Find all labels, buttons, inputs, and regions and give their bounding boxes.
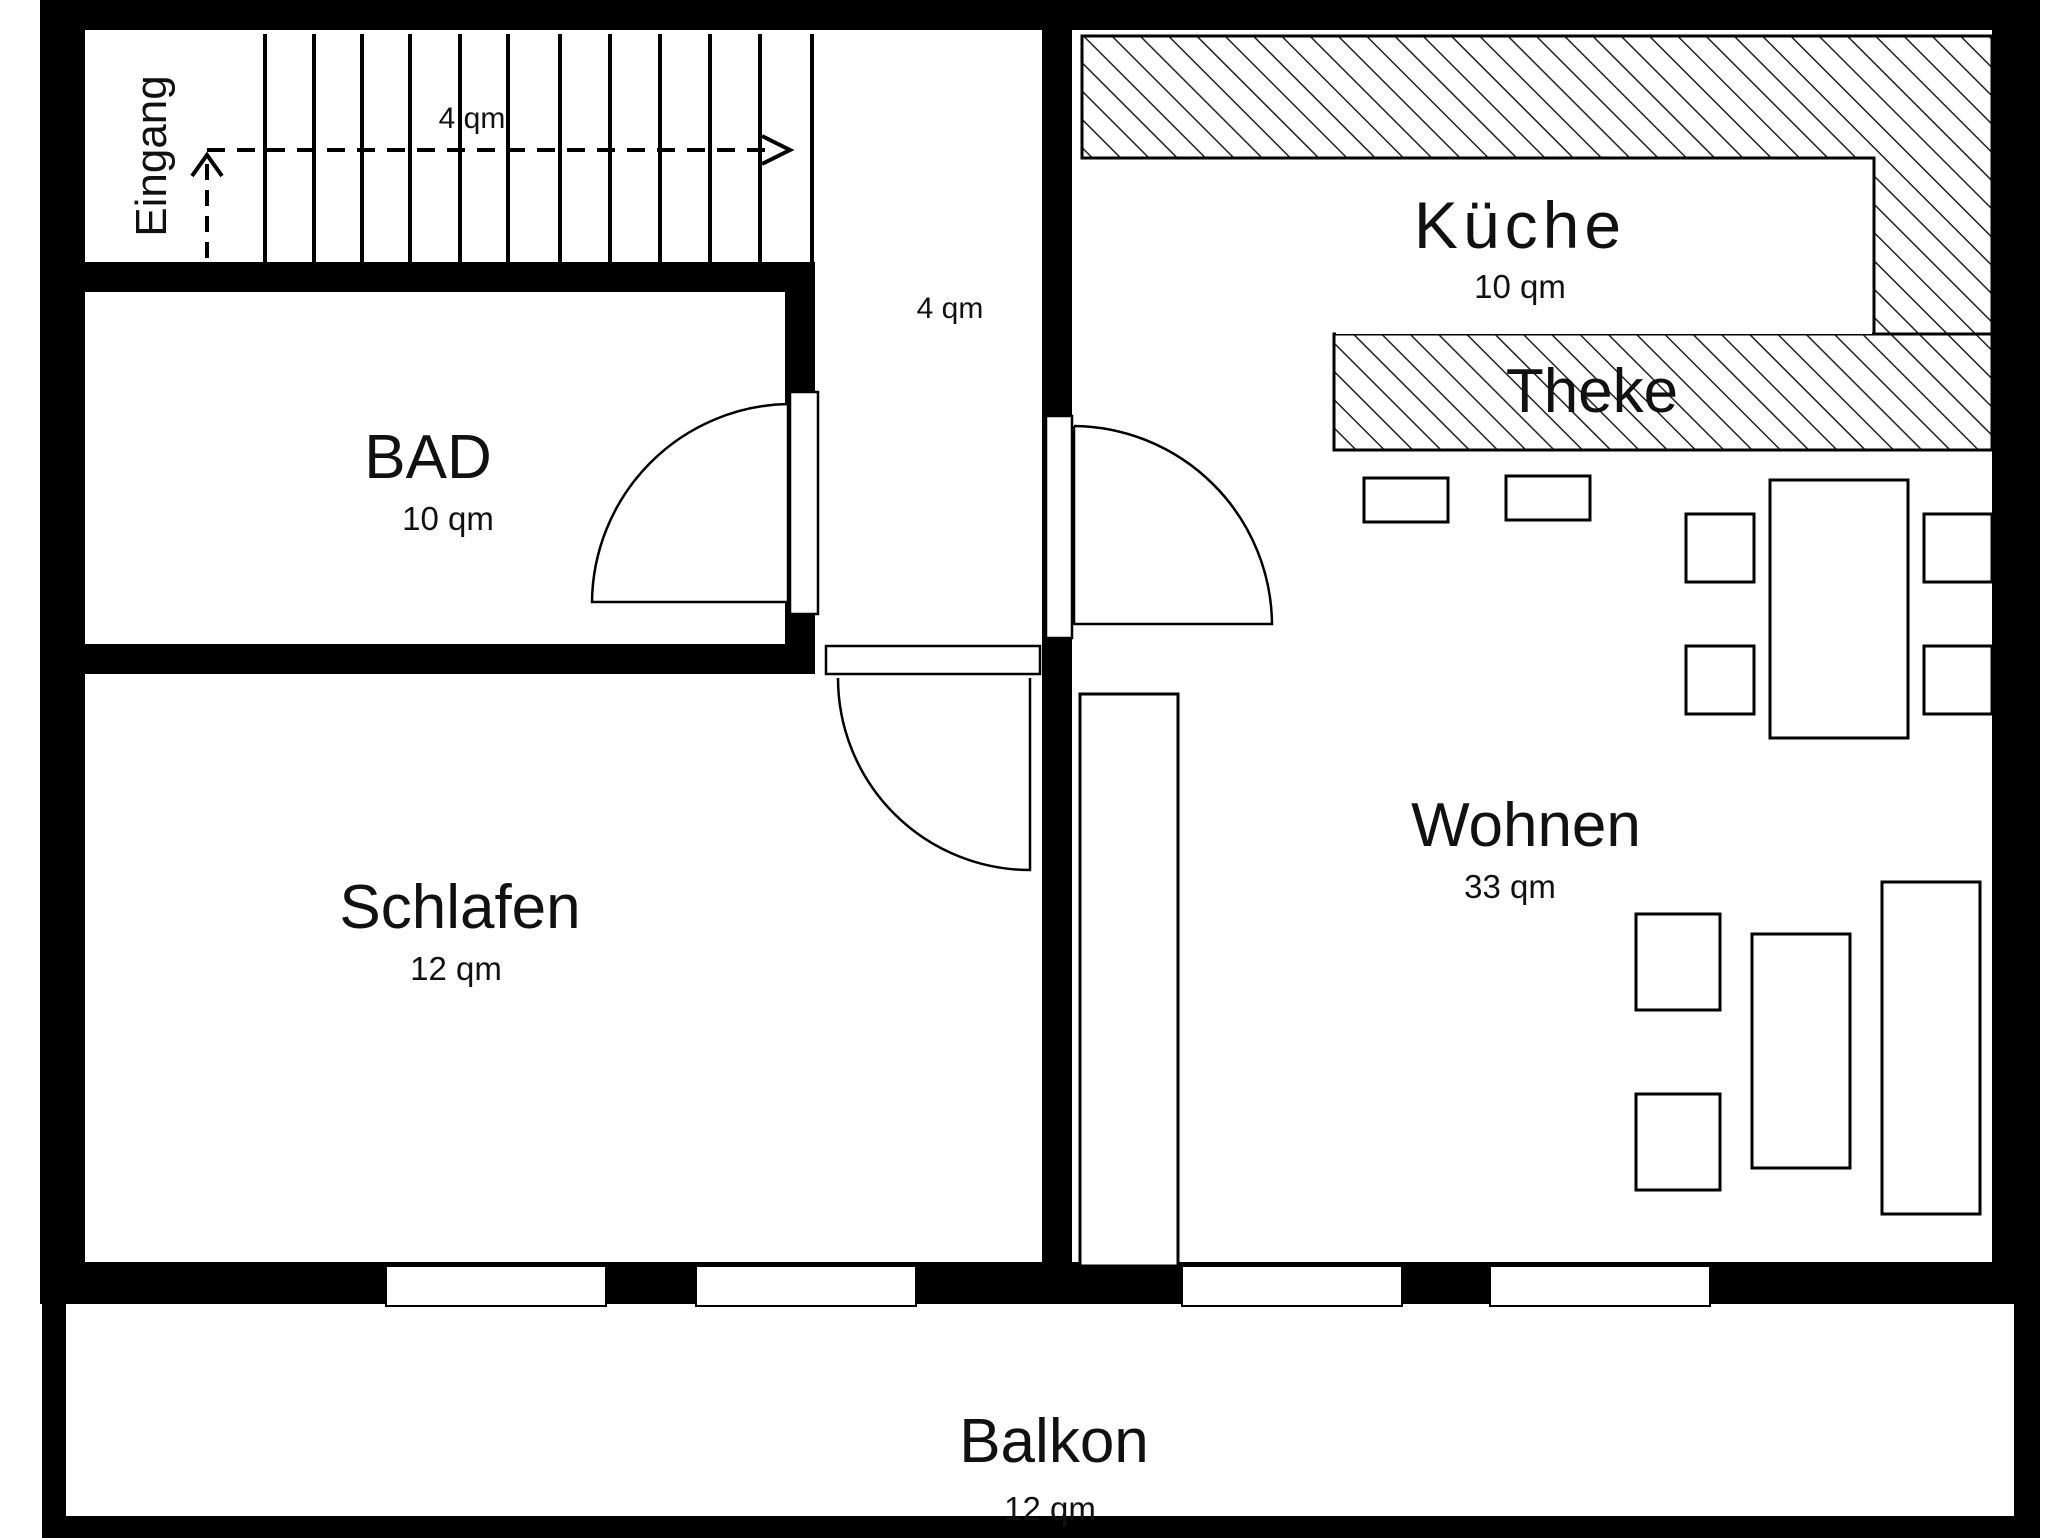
armchair: [1634, 1092, 1722, 1192]
area-label-flur: 4 qm: [917, 292, 984, 325]
sofa: [1880, 880, 1982, 1216]
area-label-bad: 10 qm: [402, 500, 494, 537]
room-label-schlafen: Schlafen: [339, 873, 580, 942]
dining-table: [1768, 478, 1910, 740]
wall-right: [1992, 0, 2040, 1302]
wall-center: [1042, 0, 1072, 1302]
bar-stools: [1362, 474, 1592, 524]
windows: [385, 1265, 1711, 1307]
door-living: [1072, 424, 1274, 626]
chair: [1922, 644, 1994, 716]
wardrobe: [1078, 692, 1180, 1268]
wall-stair-bottom: [85, 262, 815, 292]
room-label-kueche: Küche: [1414, 188, 1626, 262]
room-label-theke: Theke: [1506, 357, 1678, 426]
stool: [1362, 476, 1450, 524]
chair: [1922, 512, 1994, 584]
door-bedroom: [836, 677, 1032, 872]
window: [385, 1265, 607, 1307]
room-label-wohnen: Wohnen: [1411, 791, 1641, 860]
armchair: [1634, 912, 1722, 1012]
area-label-eingang: 4 qm: [439, 102, 506, 135]
door-frame-living: [1044, 414, 1074, 640]
balcony-bottom: [42, 1516, 2040, 1538]
area-label-wohnen: 33 qm: [1464, 868, 1556, 905]
walls: [40, 0, 2040, 1538]
counter-theke: [1332, 332, 1994, 452]
room-labels: Eingang 4 qm 4 qm BAD 10 qm Schlafen 12 …: [127, 75, 1678, 1527]
wall-left: [40, 0, 85, 1302]
room-label-eingang: Eingang: [127, 75, 176, 236]
area-label-schlafen: 12 qm: [410, 950, 502, 987]
balcony-right: [2014, 1302, 2040, 1538]
wall-top: [40, 0, 2040, 30]
living-furniture: [1634, 880, 1982, 1216]
room-label-bad: BAD: [364, 423, 491, 492]
door-frame-bath: [788, 390, 820, 616]
window: [1489, 1265, 1711, 1307]
door-bath: [590, 402, 790, 604]
chair: [1684, 644, 1756, 716]
chair: [1684, 512, 1756, 584]
balcony-left: [42, 1302, 66, 1538]
window: [695, 1265, 917, 1307]
area-label-balkon: 12 qm: [1004, 1490, 1096, 1527]
door-frame-bedroom: [824, 644, 1042, 676]
wall-bottom: [40, 1262, 2040, 1304]
doors: [590, 390, 1274, 872]
wall-bath-bottom: [85, 644, 815, 674]
kitchen-gap: [1336, 330, 1872, 334]
dining-set: [1684, 478, 1994, 740]
coffee-table: [1750, 932, 1852, 1170]
window: [1181, 1265, 1403, 1307]
kitchen-counter: [1080, 34, 1994, 452]
room-label-balkon: Balkon: [959, 1407, 1149, 1476]
stool: [1504, 474, 1592, 522]
entry-arrow: [190, 134, 795, 258]
area-label-kueche: 10 qm: [1474, 268, 1566, 305]
